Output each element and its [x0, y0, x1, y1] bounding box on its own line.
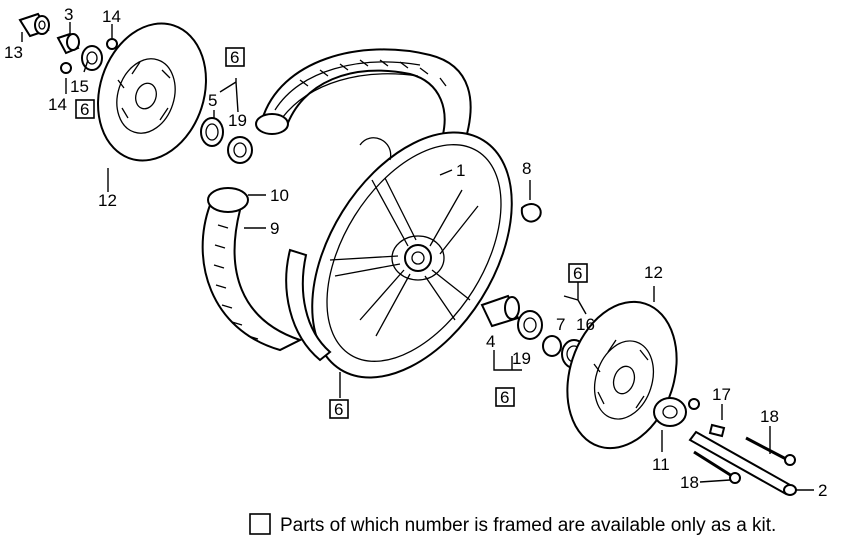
tire-lower-section	[201, 187, 332, 362]
kit-box-4	[568, 263, 588, 283]
axle-collar-13	[18, 12, 50, 38]
callout-16: 16	[576, 315, 595, 334]
bearing-19-upper	[227, 136, 253, 164]
screw-17	[708, 423, 726, 438]
callout-10: 10	[270, 186, 289, 205]
cast-wheel-rim	[311, 131, 513, 379]
spacer-3	[56, 32, 80, 55]
kit-box-1	[225, 47, 245, 67]
callout-14-lower: 14	[48, 95, 67, 114]
bolt-18-upper	[745, 436, 796, 466]
tire-upper-section	[255, 48, 472, 152]
bolt-14-upper	[106, 38, 118, 50]
kit-tag-4: 6	[573, 264, 582, 283]
axle-2	[688, 430, 797, 496]
callout-7: 7	[556, 315, 565, 334]
brake-disc-upper	[97, 22, 207, 162]
bearing-15	[81, 45, 103, 71]
legend-text: Parts of which number is framed are avai…	[280, 515, 776, 536]
callout-3: 3	[64, 5, 73, 24]
callout-2: 2	[818, 481, 827, 500]
callout-17: 17	[712, 385, 731, 404]
callout-9: 9	[270, 219, 279, 238]
callout-19-lower: 19	[512, 349, 531, 368]
callout-12-lower: 12	[644, 263, 663, 282]
seal-7	[542, 335, 562, 357]
kit-box-3	[329, 399, 349, 419]
callout-18-lower: 18	[680, 473, 699, 492]
bolt-18-lower	[693, 450, 741, 484]
kit-tag-3: 6	[334, 400, 343, 419]
kit-tag-1: 6	[230, 48, 239, 67]
callout-1: 1	[456, 161, 465, 180]
callout-19-upper: 19	[228, 111, 247, 130]
kit-box-5	[495, 387, 515, 407]
bolt-14-lower	[60, 62, 72, 74]
brake-disc-lower	[566, 300, 678, 450]
collar-4	[480, 294, 520, 328]
callout-15: 15	[70, 77, 89, 96]
callout-14-upper: 14	[102, 7, 121, 26]
callout-8: 8	[522, 159, 531, 178]
callout-5: 5	[208, 91, 217, 110]
bearing-19-lower	[517, 310, 543, 340]
callout-12-upper: 12	[98, 191, 117, 210]
callout-18-upper: 18	[760, 407, 779, 426]
speedometer-gearbox-11	[653, 397, 700, 427]
upper-oil-seal-5	[200, 117, 224, 147]
valve-8	[520, 203, 542, 223]
callout-4: 4	[486, 332, 495, 351]
legend-kit-box	[249, 513, 271, 535]
callout-11: 11	[652, 455, 670, 474]
kit-tag-2: 6	[80, 100, 89, 119]
callout-13: 13	[4, 43, 23, 62]
leader-lines	[21, 22, 814, 491]
kit-tag-5: 6	[500, 388, 509, 407]
kit-box-2	[75, 99, 95, 119]
